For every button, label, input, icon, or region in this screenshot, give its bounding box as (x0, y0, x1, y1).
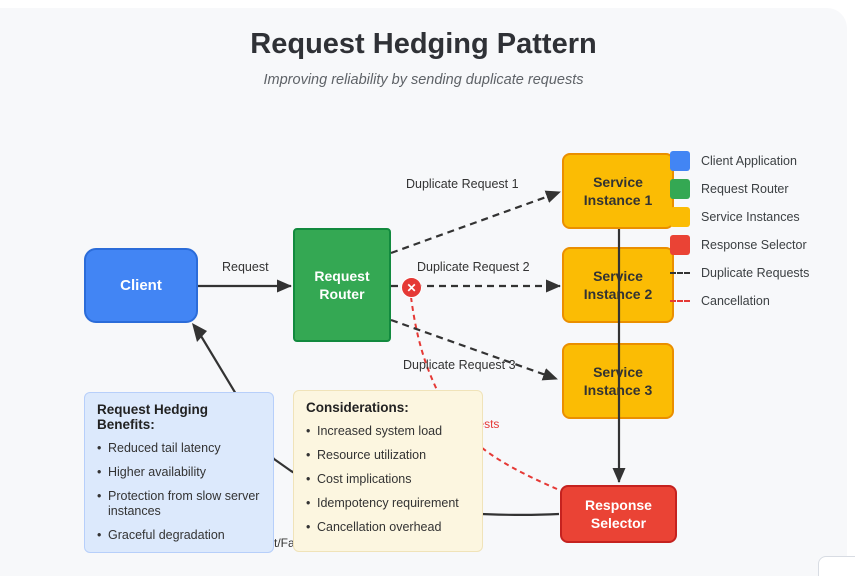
edge-label-duplicate-2: Duplicate Request 2 (417, 260, 530, 274)
arrowhead-into-client (192, 323, 207, 342)
legend-item: Client Application (670, 151, 809, 171)
consideration-item: Increased system load (306, 424, 470, 439)
benefits-note: Request Hedging Benefits: Reduced tail l… (84, 392, 274, 553)
edge-label-duplicate-3: Duplicate Request 3 (403, 358, 516, 372)
node-service-instance-2: Service Instance 2 (562, 247, 674, 323)
legend-label: Response Selector (701, 238, 807, 252)
cancel-x-icon: ✕ (401, 277, 422, 298)
considerations-list: Increased system loadResource utilizatio… (306, 424, 470, 535)
edge-label-request: Request (222, 260, 269, 274)
legend-item: Duplicate Requests (670, 263, 809, 283)
legend-item: Cancellation (670, 291, 809, 311)
legend-swatch (670, 151, 690, 171)
legend-label: Cancellation (701, 294, 770, 308)
considerations-note: Considerations: Increased system loadRes… (293, 390, 483, 552)
zoom-controls-panel[interactable] (818, 556, 855, 576)
legend-item: Request Router (670, 179, 809, 199)
legend-item: Service Instances (670, 207, 809, 227)
legend-item: Response Selector (670, 235, 809, 255)
benefit-item: Protection from slow server instances (97, 489, 261, 519)
node-client: Client (84, 248, 198, 323)
benefits-title: Request Hedging Benefits: (97, 402, 209, 432)
benefit-item: Graceful degradation (97, 528, 261, 543)
edge-label-duplicate-1: Duplicate Request 1 (406, 177, 519, 191)
page-subtitle: Improving reliability by sending duplica… (263, 72, 584, 88)
legend-label: Service Instances (701, 210, 800, 224)
legend-swatch (670, 235, 690, 255)
legend-swatch (670, 272, 690, 274)
node-service-instance-1: Service Instance 1 (562, 153, 674, 229)
consideration-item: Idempotency requirement (306, 496, 470, 511)
legend-label: Request Router (701, 182, 789, 196)
node-request-router: Request Router (293, 228, 391, 342)
legend-swatch (670, 300, 690, 302)
considerations-title: Considerations: (306, 400, 409, 415)
consideration-item: Cancellation overhead (306, 520, 470, 535)
consideration-item: Resource utilization (306, 448, 470, 463)
benefit-item: Higher availability (97, 465, 261, 480)
page-title: Request Hedging Pattern (250, 28, 597, 60)
legend-label: Client Application (701, 154, 797, 168)
legend-swatch (670, 179, 690, 199)
benefit-item: Reduced tail latency (97, 441, 261, 456)
benefits-list: Reduced tail latencyHigher availabilityP… (97, 441, 261, 543)
legend-swatch (670, 207, 690, 227)
node-service-instance-3: Service Instance 3 (562, 343, 674, 419)
legend-label: Duplicate Requests (701, 266, 810, 280)
legend: Client Application Request Router Servic… (670, 151, 809, 311)
node-response-selector: Response Selector (560, 485, 677, 543)
consideration-item: Cost implications (306, 472, 470, 487)
